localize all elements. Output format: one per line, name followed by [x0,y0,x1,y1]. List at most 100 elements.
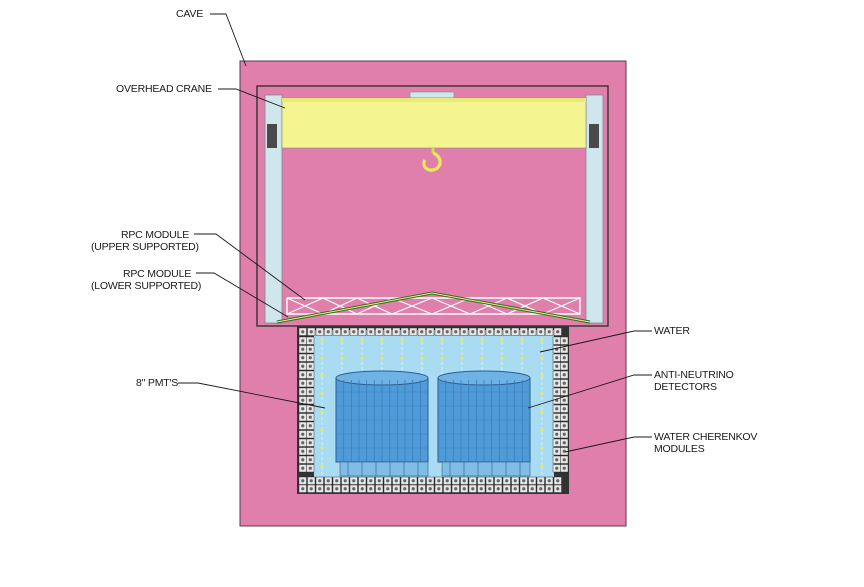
water-cherenkov-module [341,327,350,336]
pmt-icon [320,446,324,450]
water-cherenkov-module [375,327,384,336]
pmt-icon [540,446,544,450]
water-cherenkov-module [460,484,469,493]
water-cherenkov-module [358,484,367,493]
water-cherenkov-module [298,430,307,439]
pmt-icon [360,356,364,360]
water-cherenkov-module [306,455,315,464]
crane-post-left [264,94,283,324]
water-cherenkov-module [552,447,561,456]
water-cherenkov-module [553,484,562,493]
water-cherenkov-module [306,379,315,388]
water-cherenkov-module [298,413,307,422]
water-cherenkov-module [536,476,545,485]
water-cherenkov-module [502,476,511,485]
water-cherenkov-module [298,336,307,345]
water-cherenkov-module [560,387,569,396]
label-water-cherenkov-1: WATER CHERENKOV [654,431,757,443]
pmt-icon [400,356,404,360]
pmt-icon [460,356,464,360]
water-cherenkov-module [552,362,561,371]
crane-hook-icon [422,148,442,172]
anti-neutrino-detector-left [335,370,429,463]
water-cherenkov-module [332,327,341,336]
pmt-icon [320,356,324,360]
water-cherenkov-module [298,455,307,464]
water-cherenkov-module [341,484,350,493]
water-cherenkov-module [298,447,307,456]
water-cherenkov-module [417,476,426,485]
water-cherenkov-module [306,404,315,413]
water-cherenkov-module [451,484,460,493]
water-cherenkov-module [332,476,341,485]
water-cherenkov-module [383,484,392,493]
crane-enclosure [256,85,609,327]
water-cherenkov-module [511,327,520,336]
water-cherenkov-module [552,413,561,422]
water-cherenkov-module [443,327,452,336]
water-tank [297,326,569,494]
water-cherenkov-module [451,476,460,485]
pmt-icon [440,356,444,360]
water-cherenkov-module [552,336,561,345]
water-cherenkov-module [528,327,537,336]
pmt-icon [540,392,544,396]
water-cherenkov-module [417,327,426,336]
water-cherenkov-module [307,484,316,493]
water-cherenkov-module [528,484,537,493]
pmt-icon [540,356,544,360]
water-cherenkov-module [366,476,375,485]
pmt-icon [500,356,504,360]
pmt-icon [400,338,404,342]
water-cherenkov-module [560,353,569,362]
label-rpc-upper-2: (UPPER SUPPORTED) [91,241,199,253]
pmt-icon [540,374,544,378]
pmt-icon [480,356,484,360]
water-cherenkov-module [315,484,324,493]
water-cherenkov-module [434,327,443,336]
water-cherenkov-module [477,327,486,336]
water-cherenkov-module [485,476,494,485]
water-cherenkov-module [349,484,358,493]
water-cherenkov-module [519,484,528,493]
water-cherenkov-module [298,438,307,447]
water-cherenkov-module [468,327,477,336]
pmt-icon [320,410,324,414]
water-cherenkov-module [324,327,333,336]
water-cherenkov-module [552,404,561,413]
label-anti-neutrino-2: DETECTORS [654,381,717,393]
pmt-icon [380,338,384,342]
water-cherenkov-module [477,476,486,485]
water-cherenkov-module [545,484,554,493]
water-cherenkov-module [511,476,520,485]
water-cherenkov-module [552,464,561,473]
water-cherenkov-module [545,327,554,336]
pmt-icon [540,464,544,468]
label-anti-neutrino-1: ANTI-NEUTRINO [654,369,734,381]
pmt-icon [340,338,344,342]
water-cherenkov-module [383,327,392,336]
pmt-icon [540,428,544,432]
water-cherenkov-module [519,476,528,485]
water-cherenkov-module [298,345,307,354]
water-cherenkov-module [477,484,486,493]
water-cherenkov-module [502,327,511,336]
label-water-cherenkov-2: MODULES [654,443,705,455]
water-cherenkov-module [545,476,554,485]
water-cherenkov-module [298,327,307,336]
water-cherenkov-module [298,484,307,493]
pmt-icon [420,338,424,342]
label-rpc-lower-2: (LOWER SUPPORTED) [91,280,201,292]
pmt-icon [360,338,364,342]
water-cherenkov-module [560,362,569,371]
label-water: WATER [654,325,690,337]
water-cherenkov-module [536,484,545,493]
water-cherenkov-module [560,430,569,439]
water-cherenkov-module [443,484,452,493]
pmt-icon [540,410,544,414]
water-cherenkov-module [298,464,307,473]
water-cherenkov-module [366,327,375,336]
water-cherenkov-module [468,484,477,493]
water-cherenkov-module [306,438,315,447]
water-cherenkov-module [383,476,392,485]
